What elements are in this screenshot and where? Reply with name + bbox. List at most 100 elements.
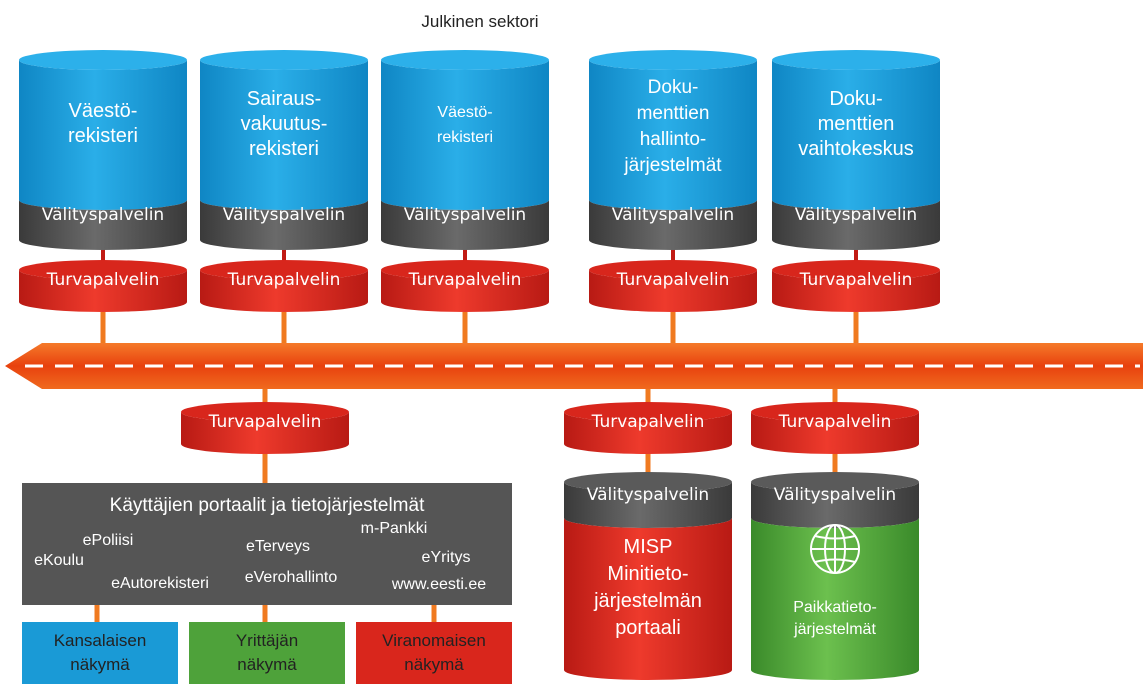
top-database: Sairaus-vakuutus-rekisteriVälityspalveli… [200, 50, 368, 312]
database-top [381, 50, 549, 70]
database-label: järjestelmät [623, 155, 722, 176]
portal-item: m-Pankki [361, 520, 428, 537]
relay-top [564, 472, 732, 492]
database-label: Doku- [829, 88, 882, 110]
security-top [772, 260, 940, 280]
top-database: Doku-menttien hallinto-järjestelmätVälity… [589, 50, 757, 312]
security-server [19, 270, 187, 312]
security-top [564, 402, 732, 422]
view-background [22, 622, 178, 684]
security-label: Turvapalvelin [778, 412, 892, 432]
portal-title: Käyttäjien portaalit ja tietojärjestelmä… [110, 495, 425, 516]
relay-band [772, 200, 940, 250]
database-label: menttien [637, 103, 710, 124]
view-background [189, 622, 345, 684]
database-label: vakuutus- [241, 113, 328, 135]
system-label: Paikkatieto- [793, 599, 877, 616]
view-box: Kansalaisen näkymä [22, 622, 178, 684]
view-label: Kansalaisen [54, 631, 147, 650]
portal-background [22, 483, 512, 605]
security-top [381, 260, 549, 280]
security-top [181, 402, 349, 422]
system-body [564, 518, 732, 680]
database-top [19, 50, 187, 70]
system-body [751, 518, 919, 680]
view-label: Viranomaisen [382, 631, 486, 650]
relay-label: Välityspalvelin [223, 205, 345, 225]
view-label: näkymä [70, 655, 130, 674]
security-server: Turvapalvelin [181, 402, 349, 454]
diagram-title: Julkinen sektori [421, 12, 538, 31]
portal-item: eAutorekisteri [111, 575, 209, 592]
database-body [589, 60, 757, 210]
database-label: hallinto- [640, 129, 707, 150]
security-label: Turvapalvelin [208, 412, 322, 432]
security-top [19, 260, 187, 280]
boxes-layer: Käyttäjien portaalit ja tietojärjestelmä… [22, 483, 512, 684]
database-label: rekisteri [68, 125, 138, 147]
portal-item: ePoliisi [83, 532, 134, 549]
system-label: portaali [615, 617, 681, 639]
relay-label: Välityspalvelin [612, 205, 734, 225]
security-body [181, 412, 349, 454]
security-server [200, 270, 368, 312]
security-server [381, 270, 549, 312]
database-body [381, 60, 549, 210]
security-server [589, 270, 757, 312]
view-label: näkymä [404, 655, 464, 674]
relay-label: Välityspalvelin [404, 205, 526, 225]
relay-band [564, 482, 732, 528]
portal-item: www.eesti.ee [391, 576, 486, 593]
database-label: vaihtokeskus [798, 138, 914, 160]
security-label: Turvapalvelin [46, 270, 160, 290]
data-bus [5, 343, 1143, 389]
view-label: Yrittäjän [236, 631, 298, 650]
database-top [772, 50, 940, 70]
relay-label: Välityspalvelin [774, 485, 896, 505]
security-top [751, 402, 919, 422]
system-label: MISP [624, 536, 673, 558]
security-label: Turvapalvelin [408, 270, 522, 290]
view-background [356, 622, 512, 684]
database-label: menttien [818, 113, 895, 135]
security-label: Turvapalvelin [591, 412, 705, 432]
relay-top [751, 472, 919, 492]
system-label: Minitieto- [607, 563, 688, 585]
view-box: Yrittäjän näkymä [189, 622, 345, 684]
database-body [772, 60, 940, 210]
relay-band [19, 200, 187, 250]
relay-label: Välityspalvelin [795, 205, 917, 225]
system-label: järjestelmät [793, 621, 876, 638]
security-top [589, 260, 757, 280]
security-label: Turvapalvelin [799, 270, 913, 290]
database-body [200, 60, 368, 210]
security-label: Turvapalvelin [227, 270, 341, 290]
relay-band [589, 200, 757, 250]
security-body [564, 412, 732, 454]
portal-item: eTerveys [246, 538, 310, 555]
cylinders-layer: Väestö-rekisteriVälityspalvelinTurvapalv… [19, 50, 940, 680]
database-label: Doku- [648, 77, 699, 98]
view-box: Viranomaisen näkymä [356, 622, 512, 684]
portal-item: eKoulu [34, 552, 84, 569]
database-label: rekisteri [249, 138, 319, 160]
top-database: Väestö-rekisteriVälityspalvelinTurvapalv… [19, 50, 187, 312]
view-label: näkymä [237, 655, 297, 674]
database-top [200, 50, 368, 70]
relay-label: Välityspalvelin [587, 485, 709, 505]
security-top [200, 260, 368, 280]
security-server: Turvapalvelin [751, 402, 919, 454]
database-label: Sairaus- [247, 88, 321, 110]
portal-item: eYritys [422, 549, 471, 566]
security-label: Turvapalvelin [616, 270, 730, 290]
relay-band [751, 482, 919, 528]
top-database: Doku-menttien vaihtokeskusVälityspalvelin… [772, 50, 940, 312]
database-label: rekisteri [437, 129, 493, 146]
top-database: Väestö-rekisteriVälityspalvelinTurvapalv… [381, 50, 549, 312]
relay-label: Välityspalvelin [42, 205, 164, 225]
database-body [19, 60, 187, 210]
system-label: järjestelmän [593, 590, 702, 612]
